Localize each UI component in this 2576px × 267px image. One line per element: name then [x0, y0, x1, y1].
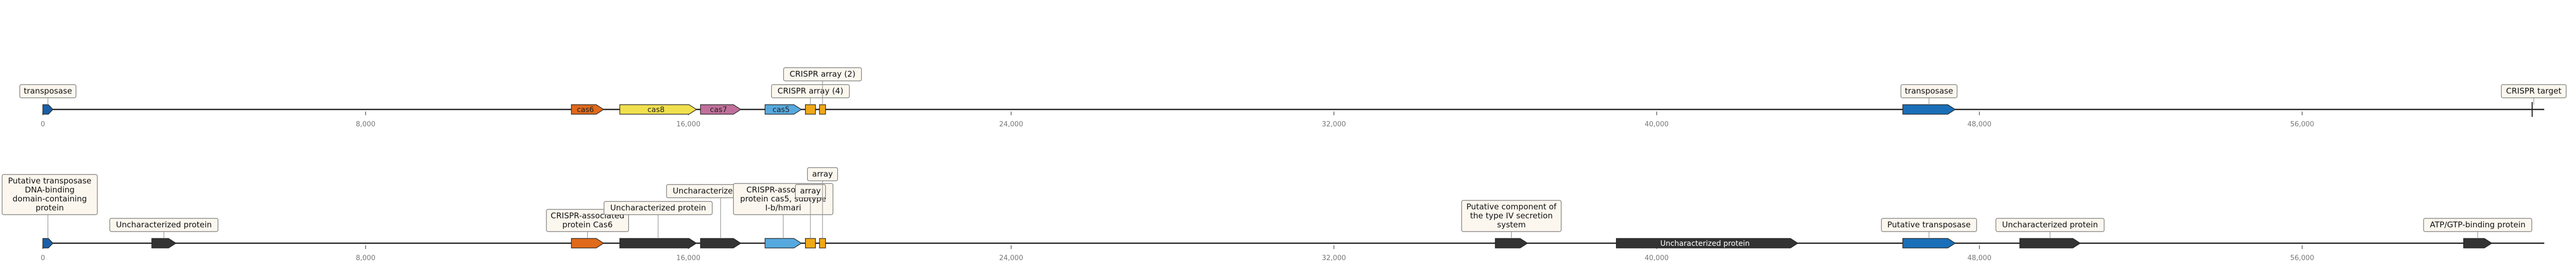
callout-label: system — [1497, 220, 1525, 229]
tick-label: 16,000 — [677, 254, 701, 262]
callout-label: Uncharacterized protein — [2002, 220, 2098, 229]
callout-label: DNA-binding — [25, 185, 75, 195]
callout-label: protein — [35, 203, 63, 213]
callout-label: Uncharacterized protein — [116, 220, 212, 229]
callout-label: I-b/hmari — [765, 203, 801, 213]
gene-arrow — [1902, 104, 1956, 115]
gene-arrow — [700, 104, 742, 115]
tick-label: 8,000 — [356, 121, 376, 128]
callout-label: transposase — [1905, 86, 1953, 96]
callout-label: Putative component of — [1466, 202, 1557, 211]
callout-box — [2423, 218, 2533, 232]
gene-inner-label: cas6 — [577, 106, 594, 114]
tick-label: 56,000 — [2290, 121, 2315, 128]
gene-inner-label: cas7 — [710, 106, 727, 114]
gene-arrow — [42, 238, 53, 248]
callout-box — [2501, 84, 2567, 98]
tick-label: 40,000 — [1645, 254, 1669, 262]
callout-box — [1901, 84, 1958, 98]
tick-label: 56,000 — [2290, 254, 2315, 262]
callout-label: array — [800, 186, 820, 196]
callout-box — [1995, 218, 2105, 232]
callout-box — [109, 218, 218, 232]
tick-label: 0 — [41, 121, 45, 128]
callout-label: CRISPR array (4) — [778, 86, 843, 96]
gene-inner-label: cas8 — [647, 106, 664, 114]
callout-label: protein Cas6 — [562, 220, 613, 229]
callout-label: Uncharacterized protein — [610, 203, 706, 213]
callout-box — [771, 84, 850, 98]
gene-arrow — [2463, 238, 2492, 248]
crispr-array-block — [819, 238, 826, 248]
tick-label: 24,000 — [999, 254, 1024, 262]
callout-label: CRISPR target — [2506, 86, 2562, 96]
tick-label: 32,000 — [1322, 121, 1346, 128]
gene-arrow — [571, 104, 605, 115]
tick-label: 8,000 — [356, 254, 376, 262]
callout-box — [795, 184, 826, 198]
tick-label: 16,000 — [677, 121, 701, 128]
gene-inner-label: Uncharacterized protein — [1660, 240, 1750, 248]
gene-arrow — [1495, 238, 1528, 248]
gene-arrow — [764, 104, 802, 115]
callout-box — [783, 67, 862, 81]
callout-label: Putative transposase — [8, 176, 92, 186]
callout-label: ATP/GTP-binding protein — [2430, 220, 2526, 229]
callout-label: domain-containing — [13, 194, 87, 204]
tick-label: 32,000 — [1322, 254, 1346, 262]
callout-box — [2, 174, 98, 215]
crispr-array-block — [805, 104, 816, 115]
callout-box — [19, 84, 77, 98]
callout-label: CRISPR array (2) — [790, 69, 855, 79]
gene-arrow — [2019, 238, 2081, 248]
gene-arrow — [764, 238, 802, 248]
gene-inner-label: cas5 — [772, 106, 789, 114]
gene-arrow — [619, 238, 697, 248]
crispr-array-block — [805, 238, 816, 248]
gene-arrow — [42, 104, 53, 115]
tick-label: 40,000 — [1645, 121, 1669, 128]
callout-label: Putative transposase — [1887, 220, 1971, 229]
callout-label: array — [812, 169, 833, 179]
gene-arrow — [1616, 238, 1799, 248]
callout-box — [604, 201, 713, 215]
gene-arrow — [571, 238, 605, 248]
callout-box — [1881, 218, 1977, 232]
gene-arrow — [619, 104, 697, 115]
tick-label: 24,000 — [999, 121, 1024, 128]
callout-label: the type IV secretion — [1470, 211, 1552, 220]
callout-label: transposase — [24, 86, 72, 96]
tick-label: 48,000 — [1967, 254, 1992, 262]
callout-box — [1461, 200, 1562, 232]
crispr-array-block — [819, 104, 826, 115]
gene-arrow — [700, 238, 742, 248]
gene-arrow — [1902, 238, 1956, 248]
tick-label: 48,000 — [1967, 121, 1992, 128]
gene-arrow — [151, 238, 177, 248]
callout-box — [807, 167, 838, 181]
tick-label: 0 — [41, 254, 45, 262]
